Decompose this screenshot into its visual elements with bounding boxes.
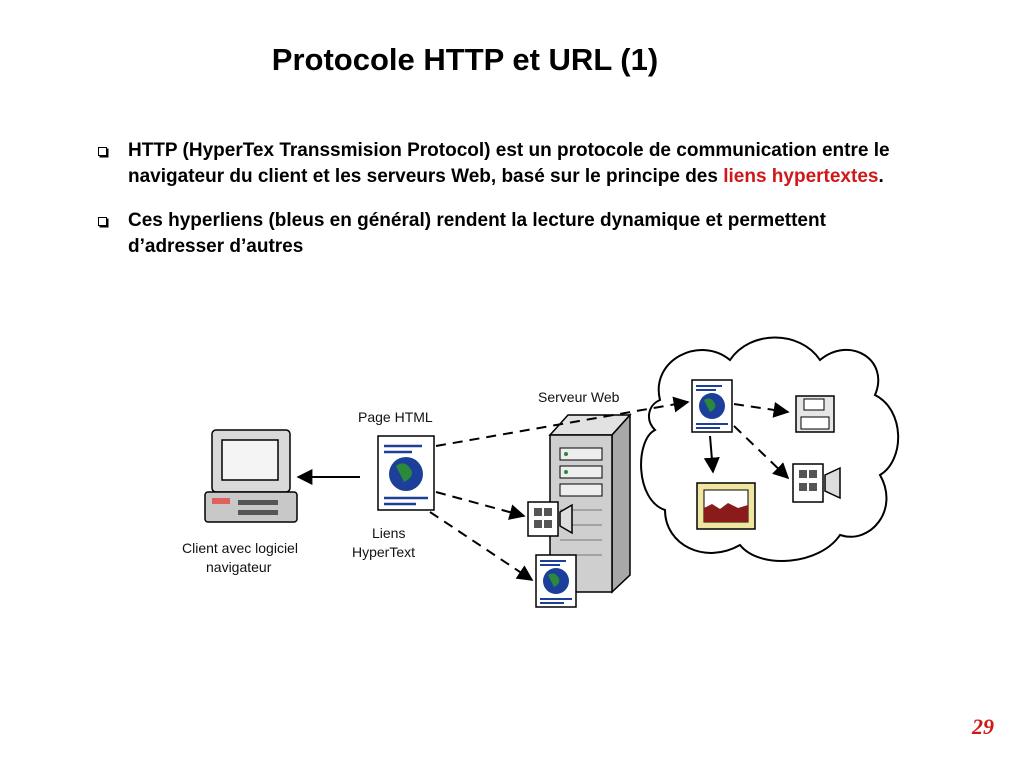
- web-server-icon: [548, 413, 632, 594]
- bullet-text: HTTP (HyperTex Transsmision Protocol) es…: [128, 140, 890, 187]
- image-frame-icon: [696, 482, 756, 530]
- internet-cloud: [640, 336, 900, 562]
- bullet-text-end: .: [878, 166, 884, 187]
- square-bullet-icon: [98, 217, 107, 226]
- square-bullet-icon: [98, 147, 107, 156]
- page-html-label: Page HTML: [358, 409, 433, 425]
- floppy-disk-icon: [795, 395, 835, 433]
- highlight-text: liens hypertextes: [723, 166, 879, 187]
- page-html-icon: [377, 435, 435, 511]
- cloud-video-icon: [792, 463, 841, 503]
- links-label-line1: Liens: [372, 525, 405, 541]
- bullet-list: HTTP (HyperTex Transsmision Protocol) es…: [92, 138, 912, 260]
- server-label: Serveur Web: [538, 389, 620, 405]
- slide-title: Protocole HTTP et URL (1): [271, 42, 659, 77]
- bullet-text: Ces hyperliens (bleus en général) renden…: [128, 210, 826, 257]
- client-label-line1: Client avec logiciel: [182, 540, 298, 556]
- cloud-link-arrow: [703, 435, 720, 474]
- page-number: 29: [972, 714, 994, 739]
- client-computer-icon: [204, 429, 298, 523]
- linked-page-icon: [535, 554, 577, 608]
- links-label-line2: HyperText: [352, 544, 415, 560]
- hyperlink-arrows: [429, 396, 790, 581]
- bullet-item-http: HTTP (HyperTex Transsmision Protocol) es…: [92, 138, 912, 190]
- cloud-page-icon: [691, 379, 733, 433]
- client-label-line2: navigateur: [206, 559, 272, 575]
- bullet-item-hyperlinks: Ces hyperliens (bleus en général) renden…: [92, 208, 912, 260]
- multimedia-video-icon: [527, 501, 573, 537]
